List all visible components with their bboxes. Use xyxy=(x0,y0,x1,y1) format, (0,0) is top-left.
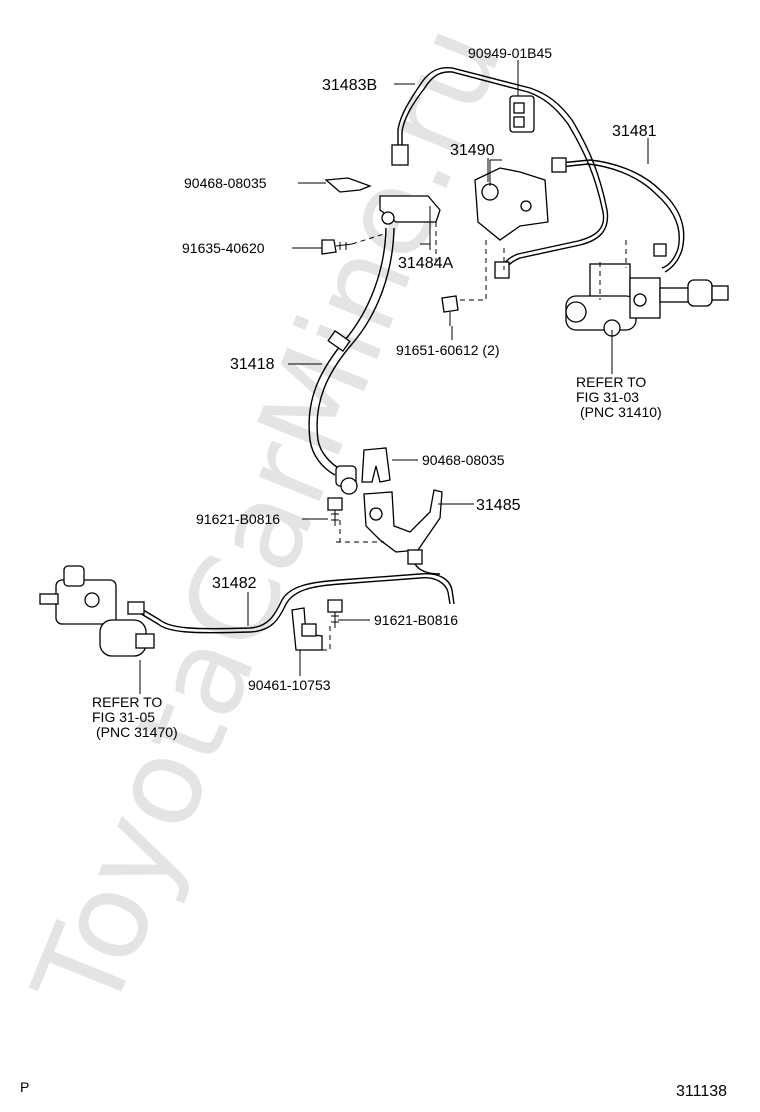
clip-90468-lower xyxy=(361,447,391,483)
release-cylinder xyxy=(39,565,155,657)
part-labels: 31483B 90949-01B45 31481 31490 90468-080… xyxy=(20,45,727,1100)
page-code: P xyxy=(20,1079,29,1095)
reference-release: REFER TO FIG 31-05 (PNC 31470) xyxy=(92,694,178,740)
pipe-31483b xyxy=(391,66,609,279)
bolt-91635 xyxy=(321,233,385,255)
hose-31418 xyxy=(308,227,395,495)
ref-release-line-3: (PNC 31470) xyxy=(96,724,178,740)
clip-90468-top xyxy=(324,177,372,193)
label-91651: 91651-60612 (2) xyxy=(396,342,500,358)
clamp-90461 xyxy=(291,607,323,651)
label-90949: 90949-01B45 xyxy=(468,45,552,61)
ref-release-line-2: FIG 31-05 xyxy=(92,709,155,725)
bracket-31484a xyxy=(379,195,441,262)
bolt-91621-upper xyxy=(327,497,343,526)
ref-master-line-2: FIG 31-03 xyxy=(576,389,639,405)
ref-master-line-3: (PNC 31410) xyxy=(580,404,662,420)
label-31482: 31482 xyxy=(212,575,257,592)
bracket-31485 xyxy=(336,489,443,553)
bracket-31490 xyxy=(474,159,549,241)
figure-number: 311138 xyxy=(676,1083,727,1100)
label-31418: 31418 xyxy=(230,356,275,373)
label-90461: 90461-10753 xyxy=(248,677,331,693)
pipe-31482 xyxy=(137,549,455,634)
ref-master-line-1: REFER TO xyxy=(576,374,646,390)
bolt-91651 xyxy=(441,240,505,326)
leader-lines xyxy=(139,60,649,694)
label-31490: 31490 xyxy=(450,142,495,159)
label-31485: 31485 xyxy=(476,497,521,514)
label-91635: 91635-40620 xyxy=(182,240,265,256)
clip-90949 xyxy=(509,95,535,133)
label-31484a: 31484A xyxy=(398,255,453,272)
reference-master: REFER TO FIG 31-03 (PNC 31410) xyxy=(576,374,662,420)
pipe-31481 xyxy=(551,157,685,273)
label-90468-top: 90468-08035 xyxy=(184,175,267,191)
label-91621-upper: 91621-B0816 xyxy=(196,511,280,527)
label-31481: 31481 xyxy=(612,123,657,140)
master-cylinder xyxy=(565,240,729,337)
label-90468-lower: 90468-08035 xyxy=(422,452,505,468)
label-31483b: 31483B xyxy=(322,77,377,94)
label-91621-lower: 91621-B0816 xyxy=(374,612,458,628)
ref-release-line-1: REFER TO xyxy=(92,694,162,710)
